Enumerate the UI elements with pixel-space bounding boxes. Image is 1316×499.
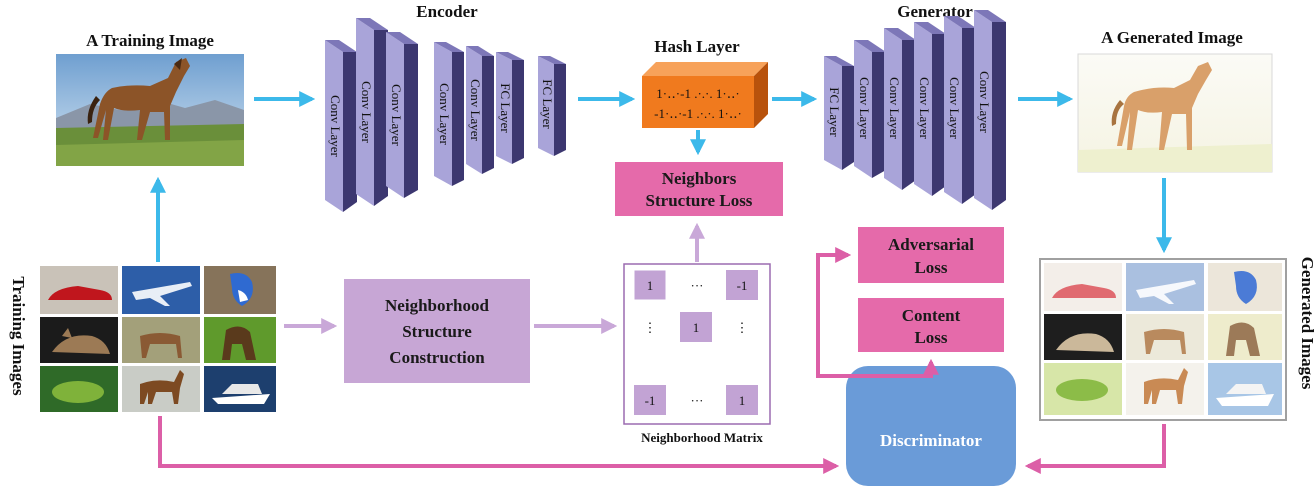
neighbors-structure-loss-box: Neighbors Structure Loss: [615, 162, 783, 216]
arrow-generated-to-discriminator: [1024, 424, 1166, 474]
matrix-cell-1-3: -1: [737, 278, 748, 293]
encoder-layer-7-label: FC Layer: [540, 79, 555, 129]
construction-line-3: Construction: [389, 348, 485, 367]
generated-images-grid: [1039, 258, 1287, 421]
matrix-cell-2-2: 1: [693, 320, 700, 335]
generator-layer-6-label: Conv Layer: [977, 71, 992, 133]
adversarial-loss-line-2: Loss: [914, 258, 947, 277]
encoder-layer-1-label: Conv Layer: [328, 95, 343, 157]
encoder-layer-4-label: Conv Layer: [437, 83, 452, 145]
content-loss-line-2: Loss: [914, 328, 947, 347]
neighbors-structure-loss-line-2: Structure Loss: [646, 191, 753, 210]
encoder-title: Encoder: [416, 2, 478, 21]
matrix-cell-3-1: -1: [645, 393, 656, 408]
generated-image-photo: [1077, 53, 1273, 173]
generator-layer-5-label: Conv Layer: [947, 77, 962, 139]
neighbors-structure-loss-line-1: Neighbors: [662, 169, 737, 188]
encoder-layer-2: Conv Layer: [356, 18, 388, 206]
generator-layer-4: Conv Layer: [914, 22, 946, 196]
neighborhood-matrix-title: Neighborhood Matrix: [641, 430, 763, 445]
blue-arrows: [150, 91, 1172, 262]
generator-stack: FC Layer Conv Layer Conv Layer Conv Laye…: [824, 10, 1006, 210]
matrix-cell-1-2: ···: [691, 278, 704, 293]
generator-layer-2: Conv Layer: [854, 40, 886, 178]
encoder-layer-3: Conv Layer: [386, 32, 418, 198]
generator-layer-2-label: Conv Layer: [857, 77, 872, 139]
training-image-title: A Training Image: [86, 31, 214, 50]
encoder-layer-2-label: Conv Layer: [359, 81, 374, 143]
matrix-cell-2-1: ⋮: [644, 320, 657, 335]
encoder-layer-3-label: Conv Layer: [389, 84, 404, 146]
training-images-grid: [40, 266, 276, 412]
generator-layer-6: Conv Layer: [974, 10, 1006, 210]
discriminator-box: Discriminator: [846, 366, 1016, 486]
arrow-training-to-discriminator: [158, 416, 840, 474]
encoder-stack: Conv Layer Conv Layer Conv Layer Conv La…: [325, 18, 566, 212]
hash-layer-title: Hash Layer: [654, 37, 740, 56]
encoder-layer-6-label: FC Layer: [498, 83, 513, 133]
adversarial-loss-box: Adversarial Loss: [858, 227, 1004, 283]
generator-layer-1-label: FC Layer: [827, 87, 842, 137]
construction-line-1: Neighborhood: [385, 296, 489, 315]
generator-title: Generator: [897, 2, 973, 21]
hash-code-line-1: 1·‥·-1 .·.·. 1·‥·: [656, 86, 739, 101]
hash-layer-cube: 1·‥·-1 .·.·. 1·‥· -1·‥·-1 .·.·. 1·‥·: [642, 62, 768, 128]
content-loss-box: Content Loss: [858, 298, 1004, 352]
matrix-cell-3-2: ···: [691, 393, 704, 408]
generator-layer-4-label: Conv Layer: [917, 77, 932, 139]
discriminator-label: Discriminator: [880, 431, 982, 450]
training-image-photo: [56, 54, 244, 166]
generator-layer-1: FC Layer: [824, 56, 854, 170]
matrix-cell-1-1: 1: [647, 278, 654, 293]
neighborhood-matrix: 1 ··· -1 ⋮ 1 ⋮ -1 ··· 1: [623, 263, 771, 425]
encoder-layer-7: FC Layer: [538, 56, 566, 156]
content-loss-line-1: Content: [902, 306, 961, 325]
generator-layer-5: Conv Layer: [944, 16, 976, 204]
lilac-arrows: [284, 222, 705, 334]
construction-line-2: Structure: [402, 322, 472, 341]
encoder-layer-5: Conv Layer: [466, 46, 494, 174]
hash-code-line-2: -1·‥·-1 .·.·. 1·‥·: [654, 106, 742, 121]
generated-images-title: Generated Images: [1298, 257, 1316, 390]
encoder-layer-6: FC Layer: [496, 52, 524, 164]
generator-layer-3-label: Conv Layer: [887, 77, 902, 139]
encoder-layer-1: Conv Layer: [325, 40, 357, 212]
encoder-layer-5-label: Conv Layer: [468, 79, 483, 141]
matrix-cell-2-3: ⋮: [736, 320, 749, 335]
neighborhood-structure-construction-box: Neighborhood Structure Construction: [344, 279, 530, 383]
encoder-layer-4: Conv Layer: [434, 42, 464, 186]
generator-layer-3: Conv Layer: [884, 28, 916, 190]
training-images-title: Training Images: [9, 276, 28, 396]
adversarial-loss-line-1: Adversarial: [888, 235, 974, 254]
generated-image-title: A Generated Image: [1101, 28, 1243, 47]
matrix-cell-3-3: 1: [739, 393, 746, 408]
pink-arrows: [158, 247, 1166, 474]
